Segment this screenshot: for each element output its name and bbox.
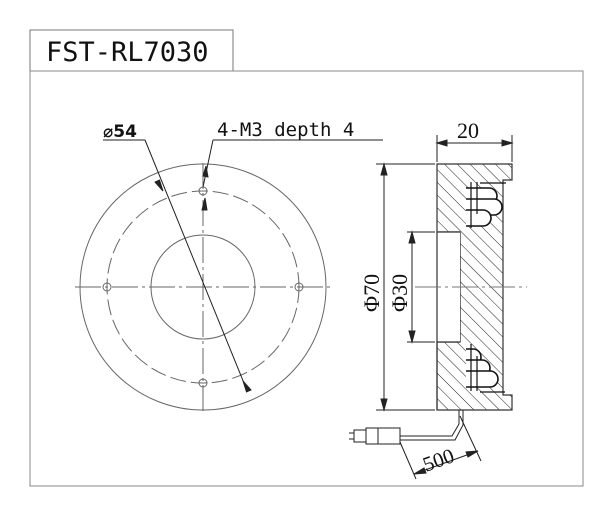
side-view: 20 Φ70 Φ30 <box>349 118 527 480</box>
arrowhead <box>413 467 427 475</box>
arrowhead <box>408 230 416 244</box>
thickness-dimension <box>435 135 514 162</box>
title-block: FST-RL7030 <box>29 29 234 72</box>
mounting-hole <box>102 282 112 292</box>
outer-diameter-label: Φ70 <box>359 274 384 312</box>
hole-callout-line <box>202 139 214 188</box>
outer-diameter-dimension <box>376 162 435 412</box>
pcd-dimension-label: ⌀54 <box>103 122 137 142</box>
cable-length-dimension <box>399 415 482 480</box>
front-view <box>75 139 383 411</box>
led-symbol <box>466 209 492 227</box>
hole-callout-label: 4-M3 depth 4 <box>217 119 354 141</box>
led-group-top <box>466 182 506 228</box>
title-box <box>29 29 234 72</box>
inner-diameter-dimension <box>407 230 435 344</box>
bore-gap <box>437 232 460 342</box>
arrowhead <box>201 197 208 211</box>
extension-line <box>399 441 417 480</box>
cable <box>349 410 464 445</box>
drawing-frame <box>29 70 584 487</box>
arrowhead <box>154 179 164 192</box>
arrowhead <box>465 450 479 458</box>
arrowhead <box>380 162 388 176</box>
pcd-dimension-line <box>144 139 247 389</box>
cable-length-label: 500 <box>420 443 458 476</box>
led-symbol <box>466 370 499 388</box>
arrowhead <box>202 165 209 178</box>
arrowhead <box>501 139 514 147</box>
arrowhead <box>435 139 448 147</box>
arrowhead <box>380 398 388 412</box>
thickness-label: 20 <box>457 118 479 143</box>
mounting-holes <box>102 186 304 388</box>
connector-plug <box>353 429 367 443</box>
cable-line <box>400 410 464 441</box>
mounting-hole <box>294 282 304 292</box>
inner-diameter-label: Φ30 <box>387 274 412 312</box>
mounting-hole <box>198 378 208 388</box>
drawing-title: FST-RL7030 <box>46 37 209 68</box>
extension-line <box>459 415 482 462</box>
led-group-bottom <box>466 344 505 393</box>
arrowhead <box>242 380 252 393</box>
cable-line <box>400 410 460 437</box>
connector-body <box>365 427 401 445</box>
arrowhead <box>408 330 416 344</box>
